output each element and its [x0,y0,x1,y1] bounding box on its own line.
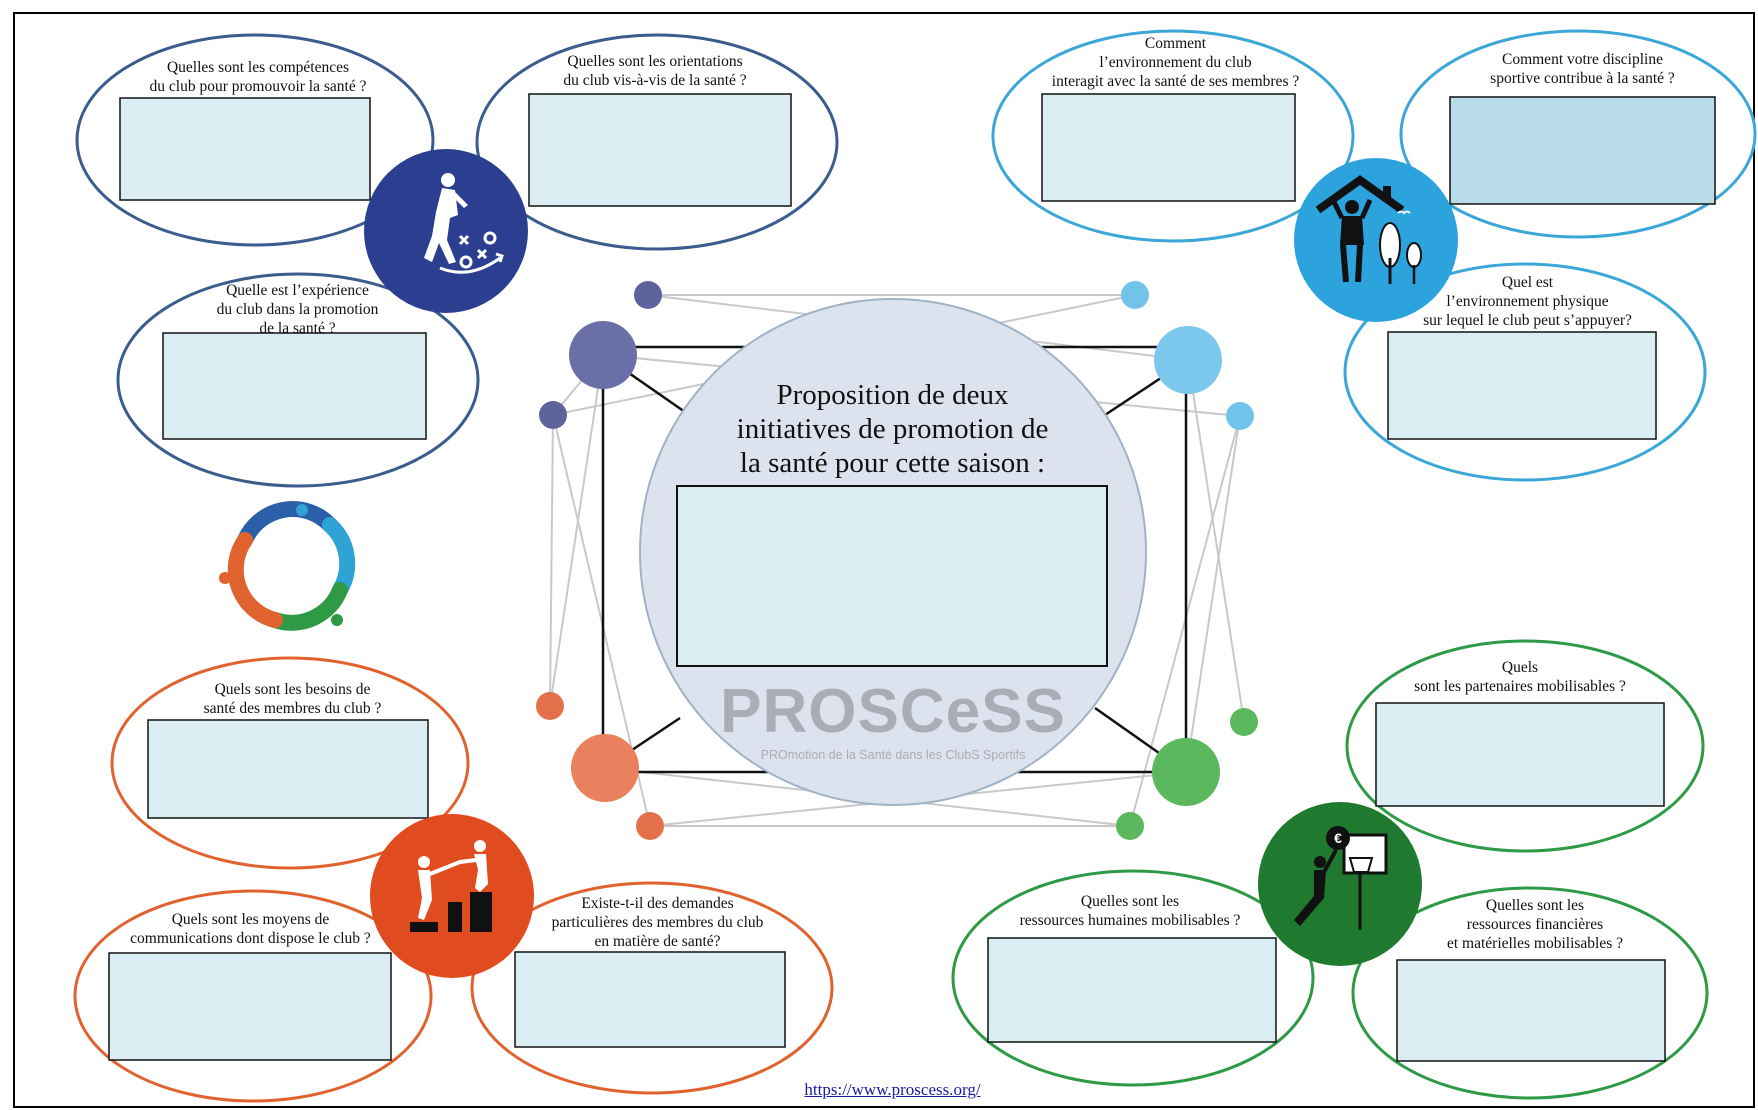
node-lightblue-small-1 [1121,281,1149,309]
node-green-small-2 [1116,812,1144,840]
node-orange-small-2 [636,812,664,840]
node-green-large [1152,738,1220,806]
node-lightblue-large [1154,326,1222,394]
question-bottom-right-1: Quels sont les partenaires mobilisables … [1414,659,1626,695]
node-orange-small-1 [536,692,564,720]
node-green-small-1 [1230,708,1258,736]
question-bottom-left-1: Quels sont les besoins de santé des memb… [203,681,382,717]
question-bottom-left-3: Existe-t-il des demandes particulières d… [551,895,764,950]
center-title: Proposition de deux initiatives de promo… [736,379,1049,479]
question-top-left-3: Quelle est l’expérience du club dans la … [216,282,379,337]
colorful-ring-logo-icon [219,501,356,631]
proscess-tagline: PROmotion de la Santé dans les ClubS Spo… [760,748,1026,762]
question-top-right-3: Quel est l’environnement physique sur le… [1423,274,1632,329]
answer-box-bottom-right-1[interactable] [1375,702,1665,807]
answer-box-top-left-3[interactable] [162,332,427,440]
football-player-icon [364,149,528,313]
basketball-euro-icon: € [1258,802,1422,966]
question-bottom-left-2: Quels sont les moyens de communications … [130,911,371,947]
question-top-left-2: Quelles sont les orientations du club vi… [563,53,747,89]
question-top-right-1: Comment l’environnement du club interagi… [1051,35,1300,90]
answer-box-top-right-1[interactable] [1041,93,1296,202]
question-bottom-right-3: Quelles sont les ressources financières … [1446,897,1624,952]
answer-box-top-right-3[interactable] [1387,331,1657,440]
person-house-tree-icon [1294,158,1458,322]
answer-box-top-right-2[interactable] [1449,96,1716,205]
answer-box-top-left-2[interactable] [528,93,792,207]
node-orange-large [571,734,639,802]
node-lightblue-small-2 [1226,402,1254,430]
answer-box-bottom-right-3[interactable] [1396,959,1666,1062]
svg-text:€: € [1334,830,1342,846]
question-top-right-2: Comment votre discipline sportive contri… [1490,51,1675,87]
center-answer-box[interactable] [676,485,1108,667]
node-blue-small-2 [539,401,567,429]
answer-box-bottom-left-1[interactable] [147,719,429,819]
answer-box-bottom-left-2[interactable] [108,952,392,1061]
proscess-logo-text: PROSCeSS [718,680,1068,744]
podium-helping-hand-icon [370,814,534,978]
question-bottom-right-2: Quelles sont les ressources humaines mob… [1019,893,1241,929]
node-blue-large [569,321,637,389]
page-frame [13,12,1755,1108]
brand-text: PROSCeSS [720,677,1066,746]
answer-box-top-left-1[interactable] [119,97,371,201]
website-link[interactable]: https://www.proscess.org/ [804,1080,981,1099]
answer-box-bottom-right-2[interactable] [987,937,1277,1043]
question-top-left-1: Quelles sont les compétences du club pou… [149,59,367,95]
answer-box-bottom-left-3[interactable] [514,951,786,1048]
node-blue-small-1 [634,281,662,309]
